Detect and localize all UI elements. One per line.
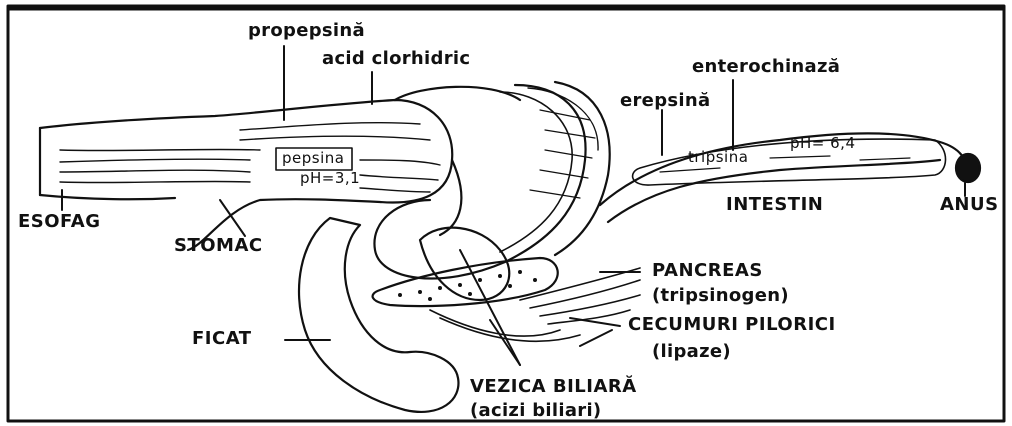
label-lipaze: (lipaze) <box>652 343 731 361</box>
label-vezica-biliara: VEZICA BILIARĂ <box>470 378 637 396</box>
label-enterochinaza: enterochinază <box>692 58 840 76</box>
label-erepsina: erepsină <box>620 92 710 110</box>
label-acizi-biliari: (acizi biliari) <box>470 402 601 420</box>
label-pepsina: pepsina <box>282 151 344 166</box>
label-ph-intestin: pH= 6,4 <box>790 136 856 151</box>
label-tripsinogen: (tripsinogen) <box>652 287 789 305</box>
label-tripsina: tripsina <box>688 150 748 165</box>
label-ph-stomac: pH=3,1 <box>300 171 360 186</box>
label-intestin: INTESTIN <box>726 196 823 214</box>
label-anus: ANUS <box>940 196 999 214</box>
label-cecumuri-pilorici: CECUMURI PILORICI <box>628 316 836 334</box>
label-propepsina: propepsină <box>248 22 365 40</box>
duodenum-shape <box>374 82 609 279</box>
label-ficat: FICAT <box>192 330 252 348</box>
liver-shape <box>299 218 458 412</box>
pancreas-shape <box>373 228 640 342</box>
label-stomac: STOMAC <box>174 237 263 255</box>
label-acid-clorhidric: acid clorhidric <box>322 50 470 68</box>
frame <box>8 6 1004 421</box>
label-pancreas: PANCREAS <box>652 262 763 280</box>
stomach-shape <box>40 100 452 250</box>
label-esofag: ESOFAG <box>18 213 101 231</box>
